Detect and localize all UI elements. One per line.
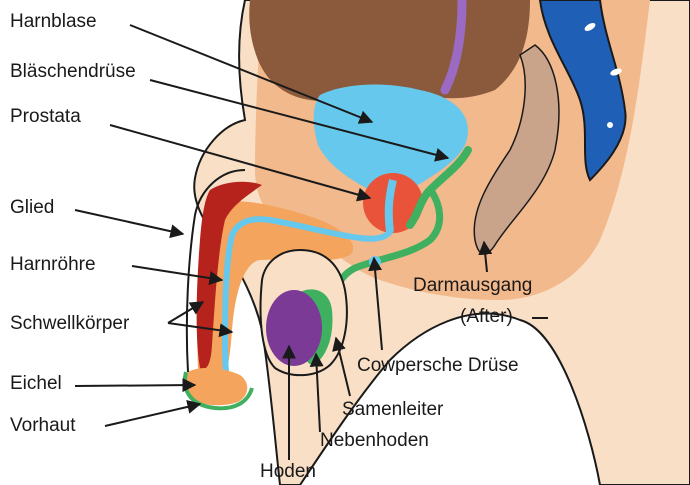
label-hoden: Hoden	[260, 462, 316, 481]
label-darmausgang: Darmausgang	[413, 276, 532, 295]
label-cowpersche: Cowpersche Drüse	[357, 356, 519, 375]
testis	[266, 290, 322, 366]
colon-content	[607, 122, 613, 128]
label-eichel: Eichel	[10, 374, 62, 393]
label-nebenhoden: Nebenhoden	[320, 431, 429, 450]
leader-eichel	[75, 385, 195, 386]
label-vorhaut: Vorhaut	[10, 416, 76, 435]
label-harnroehre: Harnröhre	[10, 255, 96, 274]
label-glied: Glied	[10, 198, 54, 217]
leader-glied	[75, 210, 183, 234]
label-schwellkoerper: Schwellkörper	[10, 314, 129, 333]
label-samenleiter: Samenleiter	[342, 400, 443, 419]
label-harnblase: Harnblase	[10, 12, 97, 31]
label-after: (After)	[460, 307, 513, 326]
label-blaeschendruese: Bläschendrüse	[10, 62, 136, 81]
label-prostata: Prostata	[10, 107, 81, 126]
leader-vorhaut	[105, 404, 200, 426]
